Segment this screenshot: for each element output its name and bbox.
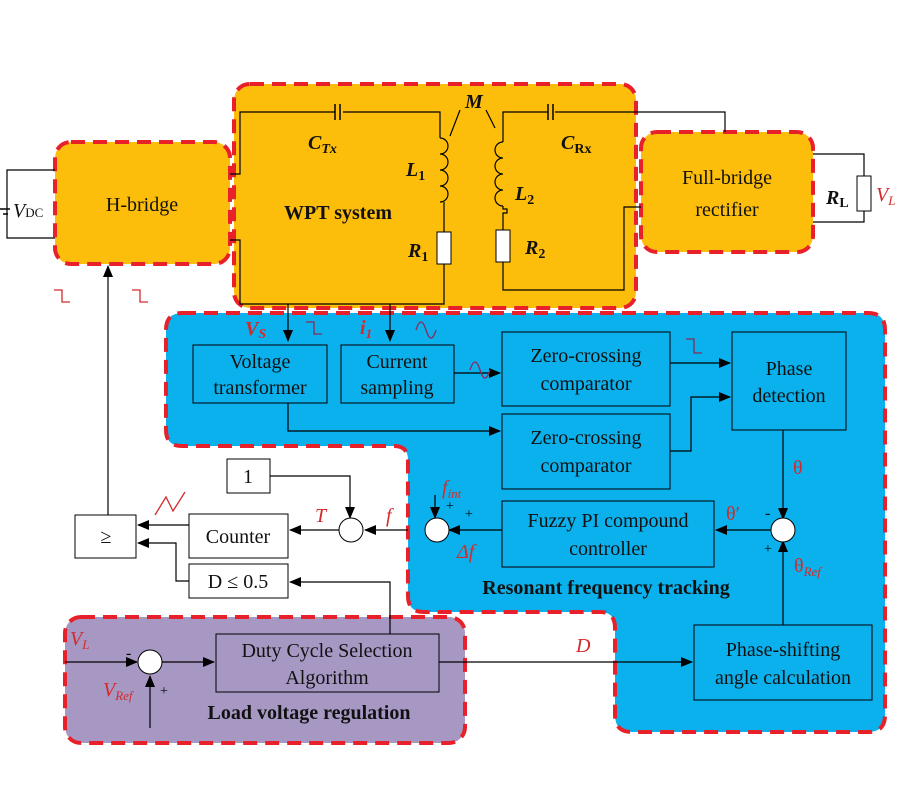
duty-to-comparator-arrow <box>137 538 189 582</box>
d-label: D <box>575 635 591 657</box>
load-resistor <box>813 153 872 223</box>
svg-text:Current: Current <box>366 351 428 373</box>
mutual-coupling-lines <box>449 109 496 137</box>
svg-text:D ≤ 0.5: D ≤ 0.5 <box>208 571 268 593</box>
regulation-region-title: Load voltage regulation <box>208 702 411 724</box>
svg-text:detection: detection <box>752 385 825 407</box>
voltage-summing-junction <box>137 649 163 675</box>
reciprocal-junction <box>338 517 364 543</box>
algo-to-duty-limit-arrow <box>289 577 391 650</box>
svg-text:controller: controller <box>569 538 647 560</box>
f-label: f <box>386 505 394 527</box>
plus-sign: + <box>764 542 772 557</box>
svg-text:comparator: comparator <box>540 455 631 477</box>
delta-f-label: Δf <box>456 541 477 563</box>
svg-text:Zero-crossing: Zero-crossing <box>530 427 641 449</box>
theta-prime-label: θ′ <box>726 503 740 525</box>
vl-output-label: VL <box>876 184 895 208</box>
svg-text:transformer: transformer <box>213 377 307 399</box>
phase-shift-angle-block[interactable]: Phase-shifting angle calculation <box>693 624 873 701</box>
gate-signal-icon <box>132 289 148 303</box>
one-to-divider-arrow <box>270 475 355 519</box>
mutual-inductance-label: M <box>464 91 484 113</box>
wpt-primary-circuit <box>230 104 452 305</box>
rectifier-label-line1: Full-bridge <box>682 167 772 189</box>
frequency-summing-junction <box>424 517 450 543</box>
rectifier-label-line2: rectifier <box>695 199 759 221</box>
zero-crossing-comparator-2[interactable]: Zero-crossing comparator <box>501 413 671 490</box>
svg-text:1: 1 <box>243 466 253 488</box>
rl-label: RL <box>825 187 849 211</box>
vdc-label: VDC <box>13 200 43 222</box>
counter-block[interactable]: Counter <box>188 513 289 559</box>
plus-sign: + <box>160 684 168 699</box>
r1-label: R1 <box>407 240 428 265</box>
svg-text:Fuzzy PI compound: Fuzzy PI compound <box>527 510 688 532</box>
ctx-label: CTx <box>308 132 337 157</box>
square-wave-icon <box>686 338 702 354</box>
svg-text:sampling: sampling <box>360 377 433 399</box>
sine-wave-icon <box>469 361 491 379</box>
theta-label: θ <box>793 457 803 479</box>
svg-text:Phase: Phase <box>766 358 813 380</box>
svg-text:Counter: Counter <box>206 526 271 548</box>
hbridge-block[interactable] <box>53 140 232 266</box>
constant-one-block[interactable]: 1 <box>226 458 271 494</box>
plus-sign: + <box>446 499 454 514</box>
duty-limit-block[interactable]: D ≤ 0.5 <box>188 563 289 599</box>
vdc-source <box>0 169 55 239</box>
sawtooth-wave-icon <box>154 491 186 516</box>
voltage-transformer-block[interactable]: Voltage transformer <box>192 344 328 404</box>
vt-to-zc-arrow <box>287 403 501 436</box>
svg-text:Algorithm: Algorithm <box>285 667 369 689</box>
crx-label: CRx <box>561 132 591 157</box>
vs-label: VS <box>245 318 266 342</box>
tracking-region-title: Resonant frequency tracking <box>482 577 729 599</box>
theta-ref-label: θRef <box>794 555 823 579</box>
wpt-secondary-circuit <box>494 104 726 291</box>
minus-sign: - <box>765 505 770 522</box>
t-label: T <box>315 505 328 527</box>
l1-label: L1 <box>405 159 425 184</box>
current-sampling-block[interactable]: Current sampling <box>340 344 455 404</box>
f-int-label: fint <box>442 477 462 501</box>
zc2-to-phase-arrow <box>670 392 731 452</box>
zero-crossing-comparator-1[interactable]: Zero-crossing comparator <box>501 331 671 407</box>
fuzzy-pi-controller-block[interactable]: Fuzzy PI compound controller <box>501 500 715 568</box>
duty-cycle-algorithm-block[interactable]: Duty Cycle Selection Algorithm <box>215 633 440 693</box>
comparator-block[interactable]: ≥ <box>74 514 137 559</box>
svg-text:Duty Cycle Selection: Duty Cycle Selection <box>241 640 412 662</box>
svg-text:angle calculation: angle calculation <box>715 667 851 689</box>
vl-feedback-label: VL <box>70 628 89 652</box>
svg-text:Zero-crossing: Zero-crossing <box>530 345 641 367</box>
gate-signal-icon <box>54 289 70 303</box>
svg-text:Phase-shifting: Phase-shifting <box>726 639 840 661</box>
svg-text:Voltage: Voltage <box>230 351 291 373</box>
svg-text:≥: ≥ <box>101 526 112 548</box>
phase-error-summing-junction <box>770 517 796 543</box>
rectifier-block[interactable] <box>639 130 815 254</box>
minus-sign: - <box>126 645 131 662</box>
hbridge-label: H-bridge <box>106 194 178 216</box>
plus-sign: + <box>465 507 473 522</box>
sine-wave-icon <box>415 321 437 339</box>
l2-label: L2 <box>514 183 534 208</box>
square-wave-icon <box>306 321 322 335</box>
vref-label: VRef <box>103 679 135 703</box>
i1-label: i1 <box>360 317 372 341</box>
wpt-system-region <box>232 82 638 310</box>
svg-text:comparator: comparator <box>540 373 631 395</box>
wpt-system-title: WPT system <box>284 202 392 224</box>
phase-detection-block[interactable]: Phase detection <box>731 331 847 431</box>
r2-label: R2 <box>524 237 545 262</box>
